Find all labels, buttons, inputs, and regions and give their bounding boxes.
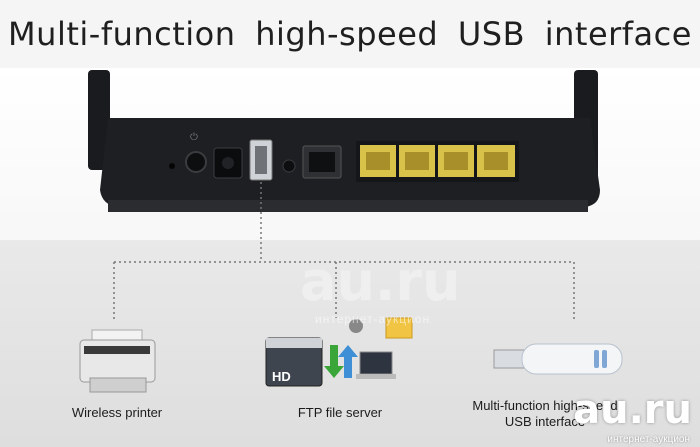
usb-stick-icon xyxy=(493,343,623,375)
corner-logo: au.ru xyxy=(573,387,692,433)
wan-port-socket xyxy=(309,152,335,172)
hd-label: HD xyxy=(272,369,291,384)
lan-port-1-socket xyxy=(366,152,390,170)
watermark-subtext: интернет-аукцион xyxy=(315,312,431,326)
ftp-caption: FTP file server xyxy=(297,405,383,420)
dc-jack-socket xyxy=(222,157,234,169)
usb-stick-light-1 xyxy=(594,350,599,368)
usb-stick-light-2 xyxy=(602,350,607,368)
printer-panel xyxy=(84,346,150,354)
lan-ports xyxy=(360,145,515,177)
gamepad-icon xyxy=(349,319,363,333)
reset-hole xyxy=(169,163,175,169)
laptop-screen xyxy=(359,351,393,375)
corner-logo-subtext: интернет-аукцион xyxy=(607,434,690,445)
printer-tray xyxy=(89,377,147,393)
power-button xyxy=(185,151,207,173)
printer-caption: Wireless printer xyxy=(71,405,163,420)
download-arrow-icon xyxy=(324,345,344,378)
ftp-server-icon: HD xyxy=(265,317,413,387)
lan-port-4-socket xyxy=(484,152,508,170)
upload-arrow-icon xyxy=(338,345,358,378)
usb-caption-line2: USB interface xyxy=(504,414,586,429)
lan-port-2-socket xyxy=(405,152,429,170)
connector-lines xyxy=(113,182,575,322)
laptop-base xyxy=(356,374,396,379)
folder-icon xyxy=(385,317,413,339)
left-antenna xyxy=(88,70,110,170)
watermark: au.ru xyxy=(300,250,461,313)
printer-icon xyxy=(79,329,156,393)
headline: Multi-function high-speed USB interface xyxy=(0,0,700,68)
router-base xyxy=(108,200,588,212)
usb-caption-line1: Multi-function high-speed xyxy=(472,398,618,413)
router: ⏻ xyxy=(100,118,600,212)
usb-port-slot xyxy=(255,146,267,174)
router-body xyxy=(100,118,600,207)
usb-caption: Multi-function high-speed USB interface xyxy=(470,398,620,430)
lan-port-3-socket xyxy=(444,152,468,170)
power-icon: ⏻ xyxy=(190,132,198,143)
wps-button xyxy=(282,159,296,173)
usb-stick-connector xyxy=(493,349,525,369)
hard-drive-top xyxy=(266,338,322,348)
